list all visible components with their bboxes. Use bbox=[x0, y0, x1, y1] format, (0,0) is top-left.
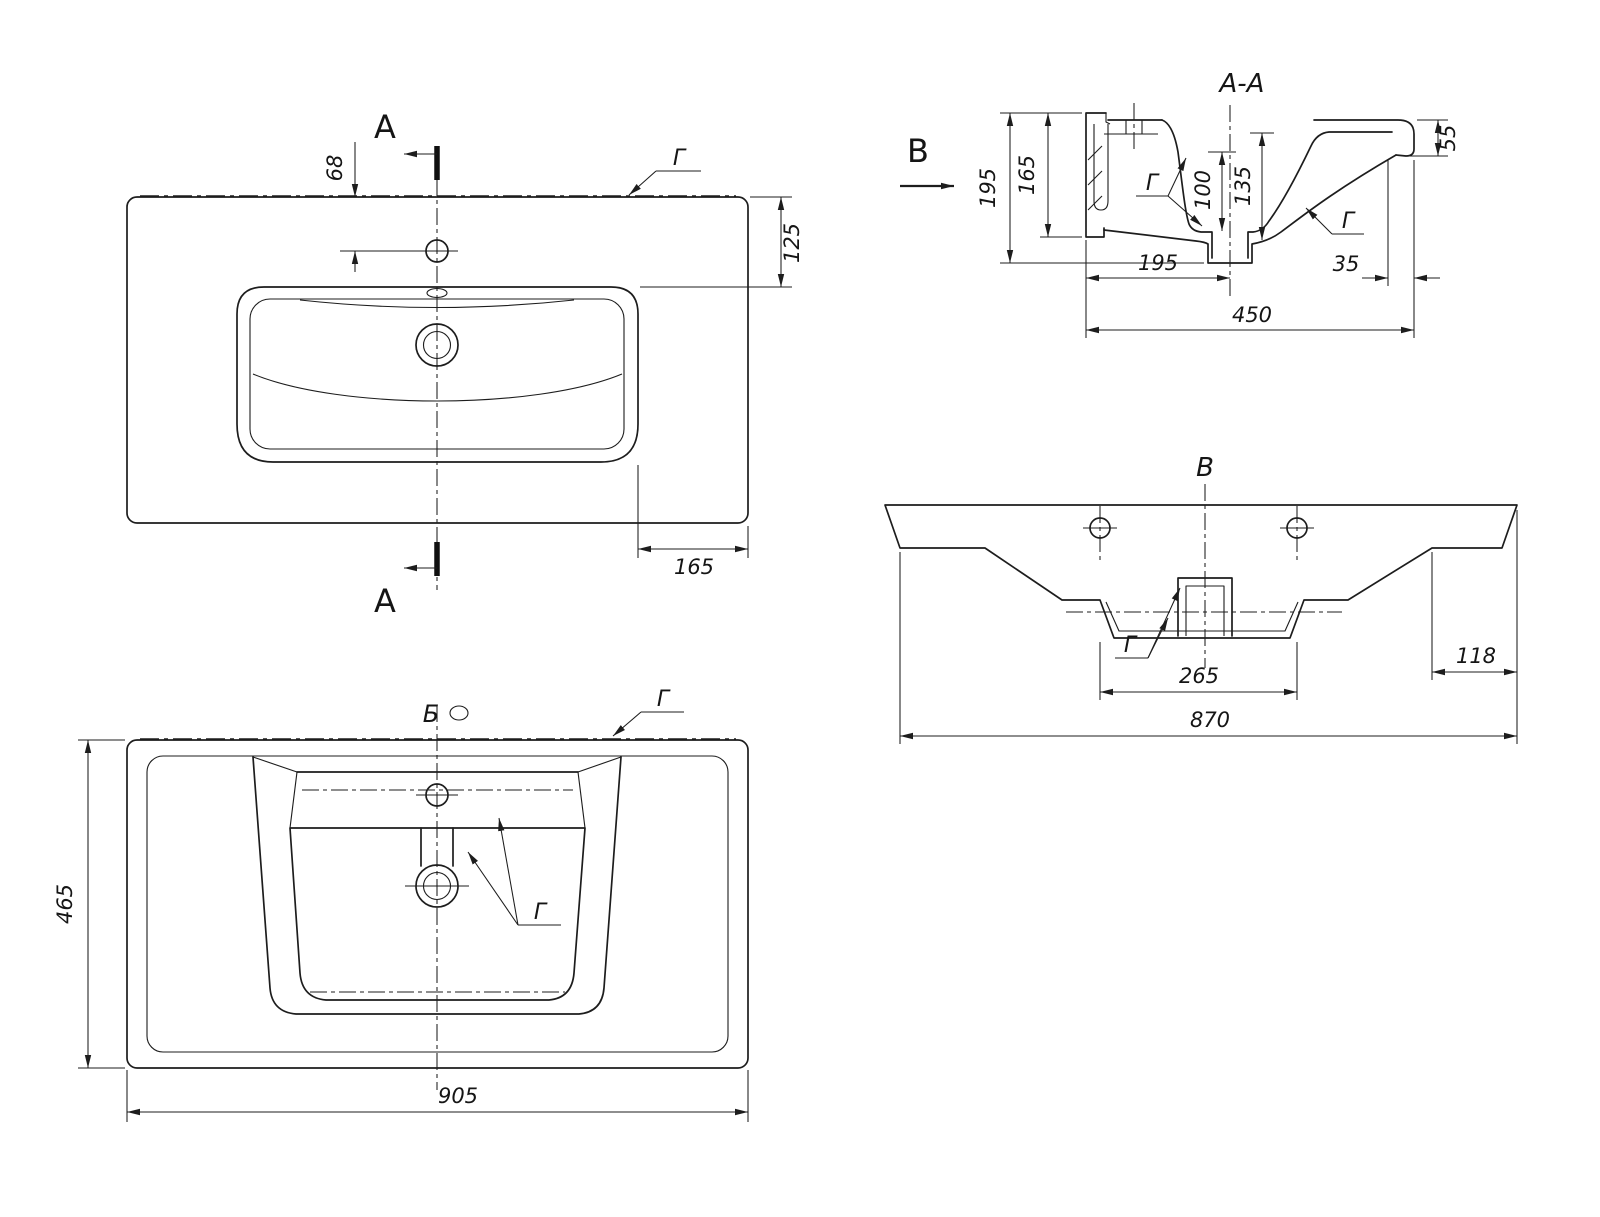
bottom-view: Б Г Г 465 905 bbox=[53, 687, 749, 1122]
dim-55-label: 55 bbox=[1436, 125, 1460, 152]
section-glaze-leader-1 bbox=[1167, 157, 1187, 197]
bottom-glaze-leader bbox=[612, 711, 642, 737]
section-view: A-A B Г Г 195 bbox=[900, 69, 1460, 338]
dim-195b-label: 195 bbox=[1138, 251, 1178, 275]
dim-450-label: 450 bbox=[1232, 303, 1272, 327]
section-hatch-3 bbox=[1087, 195, 1103, 211]
bottom-band-side-right bbox=[577, 771, 586, 829]
plan-basin-rim bbox=[236, 286, 639, 463]
front-outline bbox=[884, 504, 1518, 639]
bottom-inner-glaze-leader-1 bbox=[467, 851, 519, 926]
dim-125-label: 125 bbox=[780, 223, 804, 263]
section-glaze-leader-2 bbox=[1167, 195, 1203, 227]
plan-glaze-leader bbox=[628, 170, 657, 196]
front-title: В bbox=[1196, 453, 1214, 483]
detail-letter: Б bbox=[423, 700, 439, 728]
dim-265-label: 265 bbox=[1179, 664, 1219, 688]
dim-165h-label: 165 bbox=[1015, 155, 1039, 195]
dim-35-label: 35 bbox=[1333, 252, 1360, 276]
bottom-band-side-left bbox=[289, 771, 298, 829]
bottom-band-slant-right bbox=[577, 756, 622, 773]
bottom-inner-trapezoid bbox=[289, 827, 586, 1001]
dim-870-label: 870 bbox=[1190, 708, 1230, 732]
view-direction-letter: B bbox=[907, 132, 929, 170]
front-view: В Г 265 118 870 bbox=[884, 453, 1518, 744]
section-hatch-2 bbox=[1087, 170, 1103, 186]
bottom-outer-trapezoid bbox=[252, 756, 622, 1015]
section-glaze-label-left: Г bbox=[1146, 171, 1160, 196]
section-title: A-A bbox=[1218, 69, 1265, 99]
section-back-wall-cap bbox=[1105, 113, 1111, 125]
plan-basin-bottom-curve bbox=[252, 373, 623, 402]
section-hatch-1 bbox=[1087, 145, 1103, 161]
dim-165-label: 165 bbox=[674, 555, 714, 579]
plan-glaze-label: Г bbox=[673, 146, 687, 171]
section-glaze-leader-3 bbox=[1305, 207, 1333, 235]
bottom-inner-glaze-label: Г bbox=[534, 900, 548, 925]
front-apron-inner bbox=[1105, 601, 1299, 632]
dim-68-label: 68 bbox=[323, 155, 347, 182]
plan-view: A A 68 125 165 Г bbox=[126, 108, 804, 620]
detail-balloon-icon bbox=[449, 705, 469, 721]
section-glaze-label-right: Г bbox=[1342, 209, 1356, 234]
section-letter-bottom: A bbox=[374, 582, 396, 620]
section-exterior-contour bbox=[1103, 154, 1397, 264]
section-front-edge bbox=[1313, 119, 1415, 157]
bottom-glaze-label: Г bbox=[657, 687, 671, 712]
dim-118-label: 118 bbox=[1456, 644, 1496, 668]
section-back-wall-outer bbox=[1085, 112, 1107, 238]
bottom-inner-glaze-leader-2 bbox=[498, 817, 519, 926]
dim-195h-label: 195 bbox=[976, 168, 1000, 208]
dim-465-label: 465 bbox=[53, 884, 77, 924]
dim-135-label: 135 bbox=[1231, 166, 1255, 206]
dim-100-label: 100 bbox=[1191, 170, 1215, 210]
dim-905-label: 905 bbox=[438, 1084, 478, 1108]
front-glaze-leader-2 bbox=[1147, 587, 1181, 659]
section-letter-top: A bbox=[374, 108, 396, 146]
front-glaze-label: Г bbox=[1124, 633, 1138, 658]
bottom-band-slant-left bbox=[252, 756, 298, 773]
